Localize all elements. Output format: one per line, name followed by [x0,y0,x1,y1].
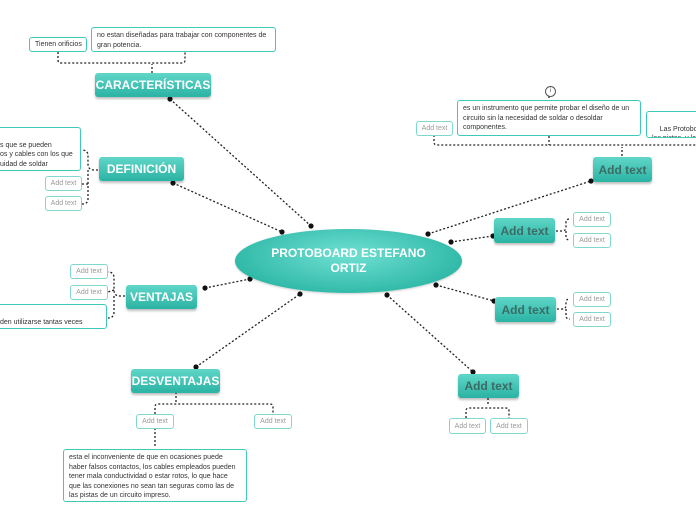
placeholder-ventajas-a[interactable]: Add text [70,264,108,279]
placeholder-right-bottom-b[interactable]: Add text [490,418,528,434]
placeholder-right-mid2-a[interactable]: Add text [573,292,611,307]
placeholder-definicion-b[interactable]: Add text [45,196,82,211]
note-desventajas-1[interactable]: esta el inconveniente de que en ocasione… [63,449,247,502]
placeholder-desventajas-b-text: Add text [260,418,286,425]
bracket-right-mid1 [556,218,571,241]
placeholder-desventajas-b[interactable]: Add text [254,414,292,429]
note-caracteristicas-1[interactable]: Tienen orificios [29,37,87,52]
placeholder-right-top-a[interactable]: Add text [416,121,453,136]
bracket-right-bottom [465,398,510,418]
note-definicion-1-text: s que se pueden os y cables con los que … [0,141,73,168]
topic-ventajas-label: VENTAJAS [129,290,194,304]
placeholder-right-mid1-a-text: Add text [579,216,605,223]
placeholder-ventajas-a-text: Add text [76,268,102,275]
placeholder-definicion-a-text: Add text [50,180,77,187]
placeholder-desventajas-a-text: Add text [142,418,168,425]
topic-desventajas[interactable]: DESVENTAJAS [131,369,220,393]
topic-ventajas[interactable]: VENTAJAS [126,285,197,309]
topic-right-bottom-label: Add text [464,379,513,393]
note-right-top-1-text: es un instrumento que permite probar el … [463,105,630,131]
topic-right-mid1[interactable]: Add text [494,218,555,243]
note-definicion-1[interactable]: s que se pueden os y cables con los que … [0,127,81,171]
note-desventajas-1-text: esta el inconveniente de que en ocasione… [69,454,236,499]
connector-desventajas [195,293,301,368]
placeholder-right-bottom-b-text: Add text [496,422,522,430]
placeholder-ventajas-b[interactable]: Add text [70,285,108,300]
placeholder-definicion-a[interactable]: Add text [45,176,82,191]
placeholder-right-bottom-a-text: Add text [454,422,481,430]
bracket-desventajas [154,392,274,448]
placeholder-definicion-b-text: Add text [50,200,77,207]
placeholder-right-mid2-b-text: Add text [579,316,605,323]
placeholder-right-mid1-b-text: Add text [579,237,605,244]
note-caracteristicas-2[interactable]: no estan diseñadas para trabajar con com… [91,27,276,52]
bracket-right-mid2 [557,298,571,320]
note-right-top-2-text: Las Protoboar las pistas, y lo [652,125,696,138]
placeholder-ventajas-b-text: Add text [76,289,102,296]
note-ventajas-1-text: den utilizarse tantas veces e son de fác… [0,318,83,326]
topic-caracteristicas-label: CARACTERÍSTICAS [95,78,211,92]
topic-caracteristicas[interactable]: CARACTERÍSTICAS [95,73,211,97]
placeholder-right-mid1-a[interactable]: Add text [573,212,611,227]
topic-desventajas-label: DESVENTAJAS [131,374,220,388]
topic-right-mid2-label: Add text [501,302,550,317]
info-icon[interactable]: i [545,86,556,97]
placeholder-right-top-a-text: Add text [421,125,448,132]
note-ventajas-1[interactable]: den utilizarse tantas veces e son de fác… [0,304,107,329]
bracket-right-top [433,96,696,156]
note-right-top-2[interactable]: Las Protoboar las pistas, y lo [646,111,696,138]
connector-right-bottom [386,294,474,373]
topic-right-top-label: Add text [598,162,647,177]
note-caracteristicas-1-text: Tienen orificios [35,41,82,48]
topic-right-mid2[interactable]: Add text [495,297,556,322]
topic-right-top[interactable]: Add text [593,157,652,182]
bracket-ventajas [107,271,125,319]
placeholder-right-mid2-a-text: Add text [579,296,605,303]
bracket-caracteristicas [57,52,186,73]
connector-definicion [172,182,283,233]
bracket-definicion [81,149,98,205]
topic-right-bottom[interactable]: Add text [458,374,519,398]
note-right-top-1[interactable]: es un instrumento que permite probar el … [457,100,641,136]
topic-definicion[interactable]: DEFINICIÓN [99,157,184,181]
placeholder-desventajas-a[interactable]: Add text [136,414,174,429]
connector-ventajas [204,278,251,289]
connector-right-mid2 [435,284,495,302]
central-topic-label: PROTOBOARD ESTEFANO ORTIZ [271,246,426,275]
connector-right-mid1 [450,235,494,243]
central-topic[interactable]: PROTOBOARD ESTEFANO ORTIZ [235,229,462,293]
placeholder-right-mid1-b[interactable]: Add text [573,233,611,248]
connector-caracteristicas [169,98,312,227]
connector-right-top [427,180,592,235]
topic-right-mid1-label: Add text [500,223,549,238]
topic-definicion-label: DEFINICIÓN [106,162,177,176]
placeholder-right-bottom-a[interactable]: Add text [449,418,486,434]
note-caracteristicas-2-text: no estan diseñadas para trabajar con com… [97,32,267,49]
placeholder-right-mid2-b[interactable]: Add text [573,312,611,327]
